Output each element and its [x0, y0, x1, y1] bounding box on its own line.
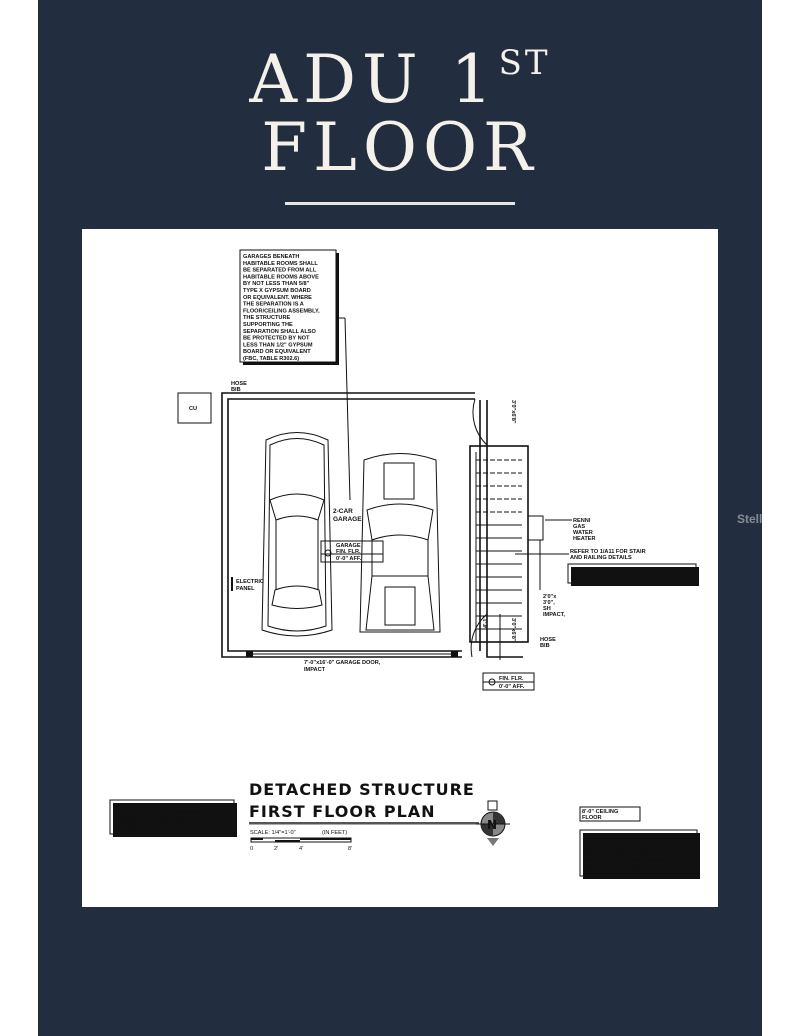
condenser-unit: CU: [177, 392, 212, 424]
svg-text:SH: SH: [543, 606, 551, 612]
stair-reference: REFER TO 1/A11 FOR STAIR AND RAILING DET…: [515, 549, 646, 561]
svg-text:4': 4': [299, 846, 303, 852]
garage-label: 2-CAR GARAGE: [333, 508, 362, 523]
svg-text:WOOD STAIRS, PROVIDE 7 3/4" MA: WOOD STAIRS, PROVIDE 7 3/4" MAX.: [572, 568, 673, 574]
svg-text:0'-0" AFF.: 0'-0" AFF.: [499, 684, 525, 690]
svg-text:BIB: BIB: [540, 643, 550, 649]
svg-text:8': 8': [348, 846, 352, 852]
svg-text:HEATER: HEATER: [573, 536, 596, 542]
note-line: SEPARATION SHALL ALSO: [243, 329, 316, 335]
hose-bib-top: HOSE BIB: [231, 381, 247, 393]
note-line: GARAGES BENEATH: [243, 254, 299, 260]
note-line: CONTRACTOR VERIFY WINDOWS: [583, 833, 674, 839]
svg-text:GAS: GAS: [573, 524, 585, 530]
svg-text:DETACHED STRUCTURE: DETACHED STRUCTURE: [249, 780, 475, 799]
note-line: HABITABLE ROOMS ABOVE: [243, 274, 319, 280]
dim-left: 4'-1": [483, 616, 489, 628]
note-line: ALL NEW DOORS AND WINDOWS.: [113, 810, 206, 816]
svg-text:GARAGE: GARAGE: [333, 516, 362, 523]
car-left: [261, 432, 333, 637]
car-right: [359, 453, 441, 633]
note-line: BOARD OR EQUIVALENT: [243, 349, 311, 355]
svg-text:7'-0"x16'-0" GARAGE DOOR,: 7'-0"x16'-0" GARAGE DOOR,: [304, 660, 381, 666]
svg-text:(IN FEET): (IN FEET): [322, 830, 347, 836]
note-line: BY NOT LESS THAN 5/8": [243, 281, 310, 287]
note-line: RESISTANT GLAZING.: [113, 828, 173, 834]
note-line: OR EQUIVALENT. WHERE: [243, 295, 312, 301]
fin-floor-tag: FIN. FLR. 0'-0" AFF.: [482, 672, 535, 691]
svg-text:2': 2': [274, 846, 278, 852]
garage-door-label: 7'-0"x16'-0" GARAGE DOOR, IMPACT: [304, 660, 381, 673]
window-label: 2'0"x 3'0", SH IMPACT,: [543, 594, 565, 618]
note-line: DOOR AND WINDOW OPENINGS: [583, 858, 671, 864]
svg-text:SCALE: 1/4"=1'-0": SCALE: 1/4"=1'-0": [250, 830, 296, 836]
watermark: StellarMLS: [737, 512, 800, 526]
plan-title: DETACHED STRUCTURE FIRST FLOOR PLAN: [249, 780, 479, 825]
note-line: ARE 3'-0"x6'-8", 3'-0"x4'-0", ETC.: [583, 870, 670, 876]
heading-line-1: ADU 1ST: [249, 41, 551, 118]
garage-floor-tag: GARAGE FIN. FLR. 0'-0" AFF.: [320, 540, 384, 563]
svg-text:AND RAILING DETAILS: AND RAILING DETAILS: [570, 555, 632, 561]
svg-text:2'0"x: 2'0"x: [543, 594, 557, 600]
svg-text:IMPACT: IMPACT: [304, 667, 326, 673]
note-line: CERTIFICATION FOR IMPACT: [113, 822, 192, 828]
note-line: MANUFACTURER SIZES AND: [583, 845, 661, 851]
note-line: THE SEPARATION IS A: [243, 302, 304, 308]
scale-bar: SCALE: 1/4"=1'-0" (IN FEET) 0 2' 4' 8': [250, 830, 352, 852]
svg-text:HOSE: HOSE: [231, 381, 247, 387]
svg-text:HOSE: HOSE: [540, 637, 556, 643]
note-line: OWNER PRIOR TO ORDERING.: [583, 852, 667, 858]
note-line: LESS THAN 1/2" GYPSUM: [243, 342, 313, 348]
note-line: TYPE X GYPSUM BOARD: [243, 288, 311, 294]
svg-text:FIRST FLOOR PLAN: FIRST FLOOR PLAN: [249, 802, 436, 821]
svg-text:WATER: WATER: [573, 530, 593, 536]
wood-stairs-note: WOOD STAIRS, PROVIDE 7 3/4" MAX. RISERS …: [539, 540, 699, 590]
note-line: IMPACT RESISTANT GLAZING AT: [113, 804, 203, 810]
stair-treads: [476, 459, 522, 630]
water-heater: RENNI GAS WATER HEATER: [527, 515, 596, 542]
svg-text:IMPACT,: IMPACT,: [543, 612, 565, 618]
heading-divider: [285, 202, 515, 205]
door-bottom-size: 3'0"x6'8": [510, 618, 516, 642]
svg-text:ELECTRIC: ELECTRIC: [236, 579, 264, 585]
note-line: THAT READ 3068, 30X40, ETC.: [583, 864, 664, 870]
svg-text:BIB: BIB: [231, 387, 241, 393]
svg-text:FLOOR: FLOOR: [582, 815, 602, 821]
svg-text:N: N: [487, 818, 497, 832]
electric-panel: ELECTRIC PANEL: [231, 577, 264, 592]
hose-bib-bottom: HOSE BIB: [540, 637, 556, 649]
entry-door: [470, 613, 501, 660]
svg-text:3'0",: 3'0",: [543, 600, 555, 606]
svg-text:8'-0" CEILING: 8'-0" CEILING: [582, 809, 618, 815]
svg-text:RENNI: RENNI: [573, 518, 591, 524]
svg-text:PANEL: PANEL: [236, 586, 255, 592]
note-line: BE SEPARATED FROM ALL: [243, 268, 317, 274]
heading-line-2: FLOOR: [261, 109, 539, 186]
door-top-size: 3'0"x6'8": [510, 400, 516, 424]
note-line: CONTRACTOR SHALL PROVIDE: [113, 816, 200, 822]
note-line: (FBC, TABLE R302.6): [243, 356, 299, 362]
note-line: BE PROTECTED BY NOT: [243, 336, 310, 342]
svg-text:0'-0" AFF.: 0'-0" AFF.: [336, 556, 362, 562]
svg-text:0: 0: [250, 846, 253, 852]
svg-text:CU: CU: [189, 406, 197, 412]
svg-text:RISERS AND 10" MIN. TREADS.: RISERS AND 10" MIN. TREADS.: [572, 575, 657, 581]
svg-text:FIN. FLR.: FIN. FLR.: [336, 549, 361, 555]
svg-text:FIN. FLR.: FIN. FLR.: [499, 676, 524, 682]
note-line: FLOOR/CEILING ASSEMBLY,: [243, 308, 320, 314]
north-arrow: N: [476, 800, 510, 846]
note-line: OPENINGS DIMENSIONS W/: [583, 839, 658, 845]
ceiling-note: 8'-0" CEILING FLOOR: [579, 806, 641, 822]
svg-text:2-CAR: 2-CAR: [333, 508, 353, 515]
svg-text:REFER TO 1/A11 FOR STAIR: REFER TO 1/A11 FOR STAIR: [570, 549, 646, 555]
note-line: HABITABLE ROOMS SHALL: [243, 261, 318, 267]
svg-text:GARAGE: GARAGE: [336, 543, 361, 549]
note-line: THE STRUCTURE: [243, 315, 291, 321]
note-line: SUPPORTING THE: [243, 322, 293, 328]
